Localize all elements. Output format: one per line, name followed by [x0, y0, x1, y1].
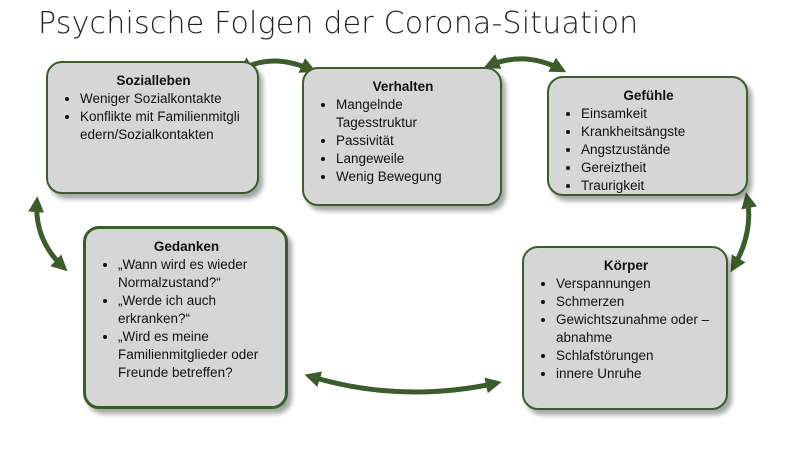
box-heading: Sozialleben — [116, 73, 191, 88]
list-item: Verspannungen — [556, 275, 714, 293]
list-item: Weniger Sozialkontakte — [80, 90, 247, 108]
box-heading: Gefühle — [623, 88, 674, 103]
box-heading: Gedanken — [153, 239, 220, 254]
list-item: innere Unruhe — [556, 365, 714, 383]
list-item: Angstzustände — [581, 141, 736, 159]
box-heading: Körper — [603, 258, 649, 273]
list-item: Krankheitsängste — [581, 123, 736, 141]
list-item: Traurigkeit — [581, 177, 736, 195]
box-gefuehle: Gefühle Einsamkeit Krankheitsängste Angs… — [547, 76, 748, 196]
box-list: Mangelnde Tagesstruktur Passivität Lange… — [316, 96, 454, 186]
list-item: Gereiztheit — [581, 159, 736, 177]
list-item: Schlafstörungen — [556, 347, 714, 365]
page-title: Psychische Folgen der Corona-Situation — [38, 6, 639, 41]
list-item: Mangelnde Tagesstruktur — [336, 96, 454, 132]
arrow-koerper-gedanken — [304, 371, 502, 395]
box-gedanken: Gedanken „Wann wird es wieder Normalzust… — [83, 226, 288, 409]
box-sozialleben: Sozialleben Weniger Sozialkontakte Konfl… — [46, 61, 259, 194]
box-list: „Wann wird es wieder Normalzustand?“ „We… — [98, 256, 278, 382]
box-list: Einsamkeit Krankheitsängste Angstzuständ… — [561, 105, 736, 195]
list-item: Passivität — [336, 132, 454, 150]
box-verhalten: Verhalten Mangelnde Tagesstruktur Passiv… — [302, 67, 502, 206]
list-item: Einsamkeit — [581, 105, 736, 123]
arrow-gedanken-sozialleben — [28, 196, 68, 272]
box-list: Weniger Sozialkontakte Konflikte mit Fam… — [60, 90, 247, 144]
list-item: Wenig Bewegung — [336, 168, 454, 186]
box-heading: Verhalten — [372, 79, 434, 94]
list-item: „Wird es meine Familienmitglieder oder F… — [118, 328, 278, 382]
list-item: Konflikte mit Familienmitgliedern/Sozial… — [80, 108, 247, 144]
box-koerper: Körper Verspannungen Schmerzen Gewichtsz… — [522, 246, 728, 410]
list-item: „Wann wird es wieder Normalzustand?“ — [118, 256, 278, 292]
list-item: Schmerzen — [556, 293, 714, 311]
box-list: Verspannungen Schmerzen Gewichtszunahme … — [536, 275, 714, 383]
list-item: Gewichtszunahme oder –abnahme — [556, 311, 714, 347]
arrow-verhalten-gefuehle — [483, 54, 567, 73]
list-item: Langeweile — [336, 150, 454, 168]
arrow-gefuehle-koerper — [730, 192, 758, 273]
list-item: „Werde ich auch erkranken?“ — [118, 292, 278, 328]
